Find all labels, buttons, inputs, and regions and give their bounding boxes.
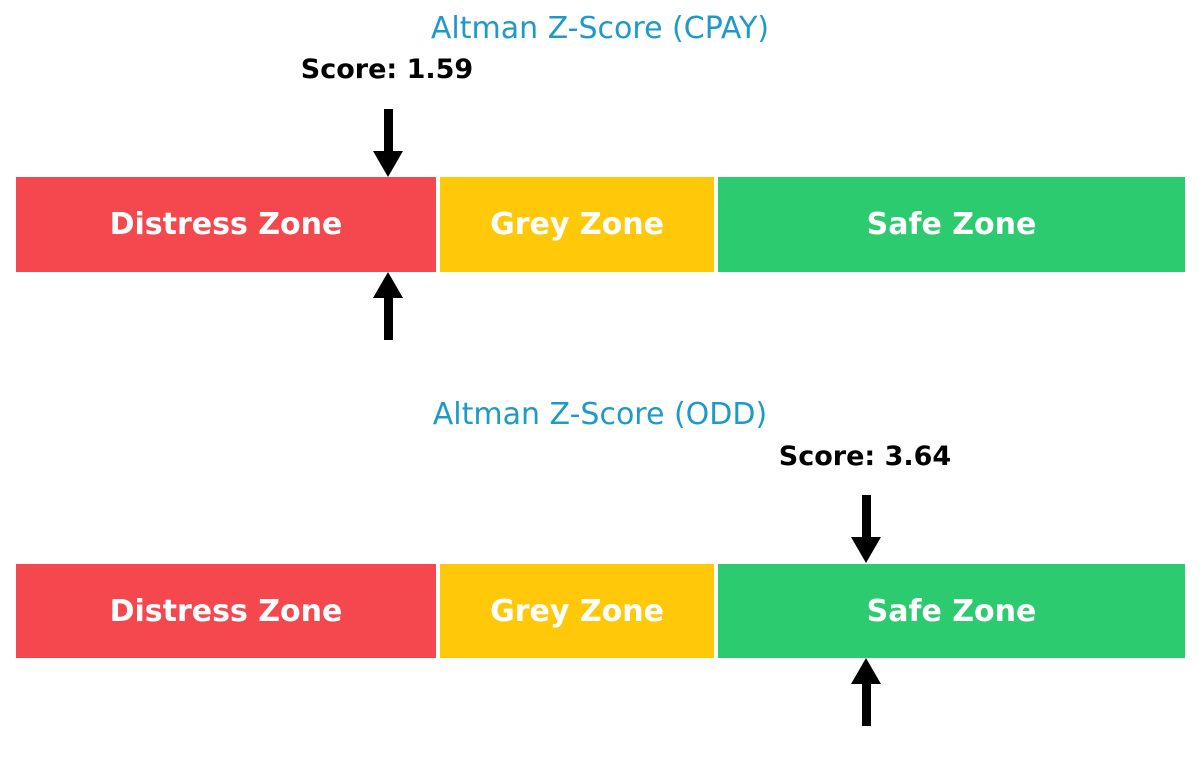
down-arrow-icon	[373, 109, 403, 177]
distress-zone-segment: Distress Zone	[16, 564, 436, 658]
safe-zone-segment: Safe Zone	[718, 177, 1185, 272]
arrow-head	[373, 151, 403, 177]
arrow-head	[373, 272, 403, 298]
arrow-stem	[383, 109, 393, 151]
distress-zone-label: Distress Zone	[109, 207, 343, 242]
arrow-stem	[861, 684, 871, 726]
grey-zone-label: Grey Zone	[490, 207, 664, 242]
zone-bar-cpay: Distress Zone Grey Zone Safe Zone	[16, 177, 1185, 272]
grey-zone-segment: Grey Zone	[440, 564, 714, 658]
up-arrow-icon	[851, 658, 881, 726]
grey-zone-label: Grey Zone	[490, 593, 664, 629]
distress-zone-segment: Distress Zone	[16, 177, 436, 272]
safe-zone-label: Safe Zone	[866, 207, 1037, 242]
arrow-head	[851, 537, 881, 563]
chart-title-cpay: Altman Z-Score (CPAY)	[430, 11, 770, 46]
arrow-head	[851, 658, 881, 684]
up-arrow-icon	[373, 272, 403, 340]
arrow-stem	[383, 298, 393, 340]
grey-zone-segment: Grey Zone	[440, 177, 714, 272]
safe-zone-label: Safe Zone	[866, 593, 1037, 629]
down-arrow-icon	[851, 495, 881, 563]
score-annotation-cpay: Score: 1.59	[300, 54, 474, 85]
safe-zone-segment: Safe Zone	[718, 564, 1185, 658]
zone-bar-odd: Distress Zone Grey Zone Safe Zone	[16, 564, 1185, 658]
score-annotation-odd: Score: 3.64	[778, 441, 952, 472]
arrow-stem	[861, 495, 871, 537]
chart-title-odd: Altman Z-Score (ODD)	[432, 397, 768, 432]
distress-zone-label: Distress Zone	[109, 593, 343, 629]
